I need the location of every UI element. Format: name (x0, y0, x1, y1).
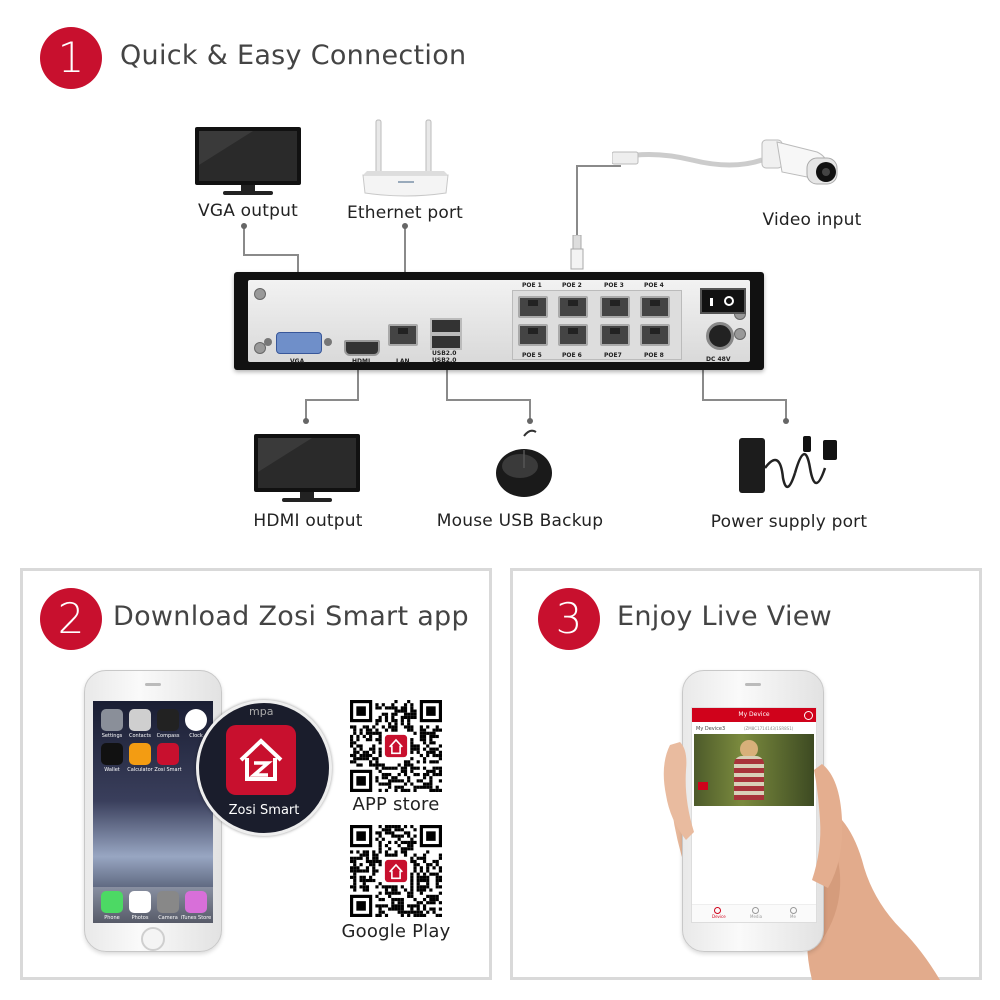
poe-port-8 (640, 324, 670, 346)
poe-label-4: POE 4 (644, 282, 664, 289)
rj45-plug-icon (570, 235, 584, 270)
usb-label-bottom: USB2.0 (432, 357, 457, 364)
mouse-icon (496, 429, 552, 497)
poe-port-3 (600, 296, 630, 318)
app-store-label: APP store (352, 794, 440, 815)
poe-port-6 (558, 324, 588, 346)
section-3-title: Enjoy Live View (617, 601, 833, 632)
hdmi-port-label: HDMI (352, 358, 371, 365)
clock-app-icon[interactable] (185, 709, 207, 731)
section-2-title: Download Zosi Smart app (113, 601, 469, 632)
zosi-smart-small-icon[interactable] (157, 743, 179, 765)
usb-label-top: USB2.0 (432, 350, 457, 357)
wallet-app-icon[interactable] (101, 743, 123, 765)
phone-app-icon[interactable] (101, 891, 123, 913)
vga-port (276, 332, 322, 354)
lan-port-label: LAN (396, 358, 410, 365)
poe-port-4 (640, 296, 670, 318)
calculator-app-icon[interactable] (129, 743, 151, 765)
zosi-smart-app-name: Zosi Smart (228, 803, 300, 818)
step-1-badge: 1 (40, 27, 102, 89)
thumb (812, 764, 843, 888)
settings-app-icon[interactable] (101, 709, 123, 731)
dc-label: DC 48V (706, 356, 731, 363)
poe-port-7 (600, 324, 630, 346)
vga-output-label: VGA output (198, 201, 298, 221)
phone-liveview: My Device My Device3 (ZM8C1714143/1SR8S1… (682, 670, 824, 952)
zosi-smart-app-icon[interactable] (226, 725, 296, 795)
hdmi-monitor-icon (254, 434, 360, 502)
nvr-recorder: VGA HDMI LAN USB2.0 USB2.0 POE 1 POE 2 P… (234, 272, 764, 370)
app-store-qr-code[interactable] (350, 700, 442, 792)
device-name: My Device3 (696, 726, 726, 732)
step-3-number: 3 (555, 594, 583, 643)
live-video-feed[interactable] (694, 734, 814, 806)
app-header-title: My Device (738, 711, 770, 718)
compass-app-icon[interactable] (157, 709, 179, 731)
lan-port (388, 324, 418, 346)
hdmi-output-label: HDMI output (253, 511, 363, 531)
add-device-icon[interactable] (804, 711, 813, 720)
bullet-camera-icon (612, 139, 838, 185)
poe-label-7: POE7 (604, 352, 622, 359)
step-3-badge: 3 (538, 588, 600, 650)
photos-app-icon[interactable] (129, 891, 151, 913)
house-icon (239, 738, 283, 781)
camera-app-icon[interactable] (157, 891, 179, 913)
step-1-number: 1 (57, 33, 85, 82)
power-adapter-icon (739, 436, 837, 493)
step-2-number: 2 (57, 594, 85, 643)
vga-monitor-icon (195, 127, 301, 195)
poe-port-5 (518, 324, 548, 346)
poe-port-1 (518, 296, 548, 318)
step-2-badge: 2 (40, 588, 102, 650)
usb-port-top (430, 318, 462, 334)
nvr-rear-panel: VGA HDMI LAN USB2.0 USB2.0 POE 1 POE 2 P… (248, 280, 750, 365)
itunes-app-icon[interactable] (185, 891, 207, 913)
poe-label-2: POE 2 (562, 282, 582, 289)
video-input-label: Video input (762, 210, 862, 230)
power-supply-label: Power supply port (710, 512, 868, 532)
power-switch (700, 288, 746, 314)
dc-power-jack (706, 322, 734, 350)
poe-label-6: POE 6 (562, 352, 582, 359)
device-id: (ZM8C1714143/1SR8S1) (744, 726, 794, 731)
google-play-qr-code[interactable] (350, 825, 442, 917)
poe-port-2 (558, 296, 588, 318)
router-icon (362, 119, 449, 197)
home-button[interactable] (141, 927, 165, 951)
google-play-label: Google Play (341, 921, 451, 942)
usb-port-bottom (430, 334, 462, 350)
zoom-top-text: mpa (249, 705, 274, 718)
fingers (663, 742, 694, 840)
zoom-magnifier: mpa Zosi Smart (196, 700, 332, 836)
poe-label-1: POE 1 (522, 282, 542, 289)
poe-label-5: POE 5 (522, 352, 542, 359)
bottom-tab-bar: Device Media Me (692, 904, 816, 922)
vga-port-label: VGA (290, 358, 305, 365)
phone-screen: Settings Contacts Compass Clock Wallet C… (93, 701, 213, 923)
app-header-bar: My Device (692, 708, 816, 722)
poe-label-3: POE 3 (604, 282, 624, 289)
tab-device[interactable]: Device (712, 907, 726, 919)
contacts-app-icon[interactable] (129, 709, 151, 731)
tab-media[interactable]: Media (750, 907, 762, 919)
poe-label-8: POE 8 (644, 352, 664, 359)
mouse-usb-label: Mouse USB Backup (436, 511, 604, 531)
section-1-title: Quick & Easy Connection (120, 40, 467, 71)
phone-download: Settings Contacts Compass Clock Wallet C… (84, 670, 222, 952)
ethernet-port-label: Ethernet port (346, 203, 464, 223)
liveview-screen: My Device My Device3 (ZM8C1714143/1SR8S1… (691, 707, 817, 923)
hdmi-port (344, 340, 380, 356)
tab-me[interactable]: Me (788, 907, 798, 919)
